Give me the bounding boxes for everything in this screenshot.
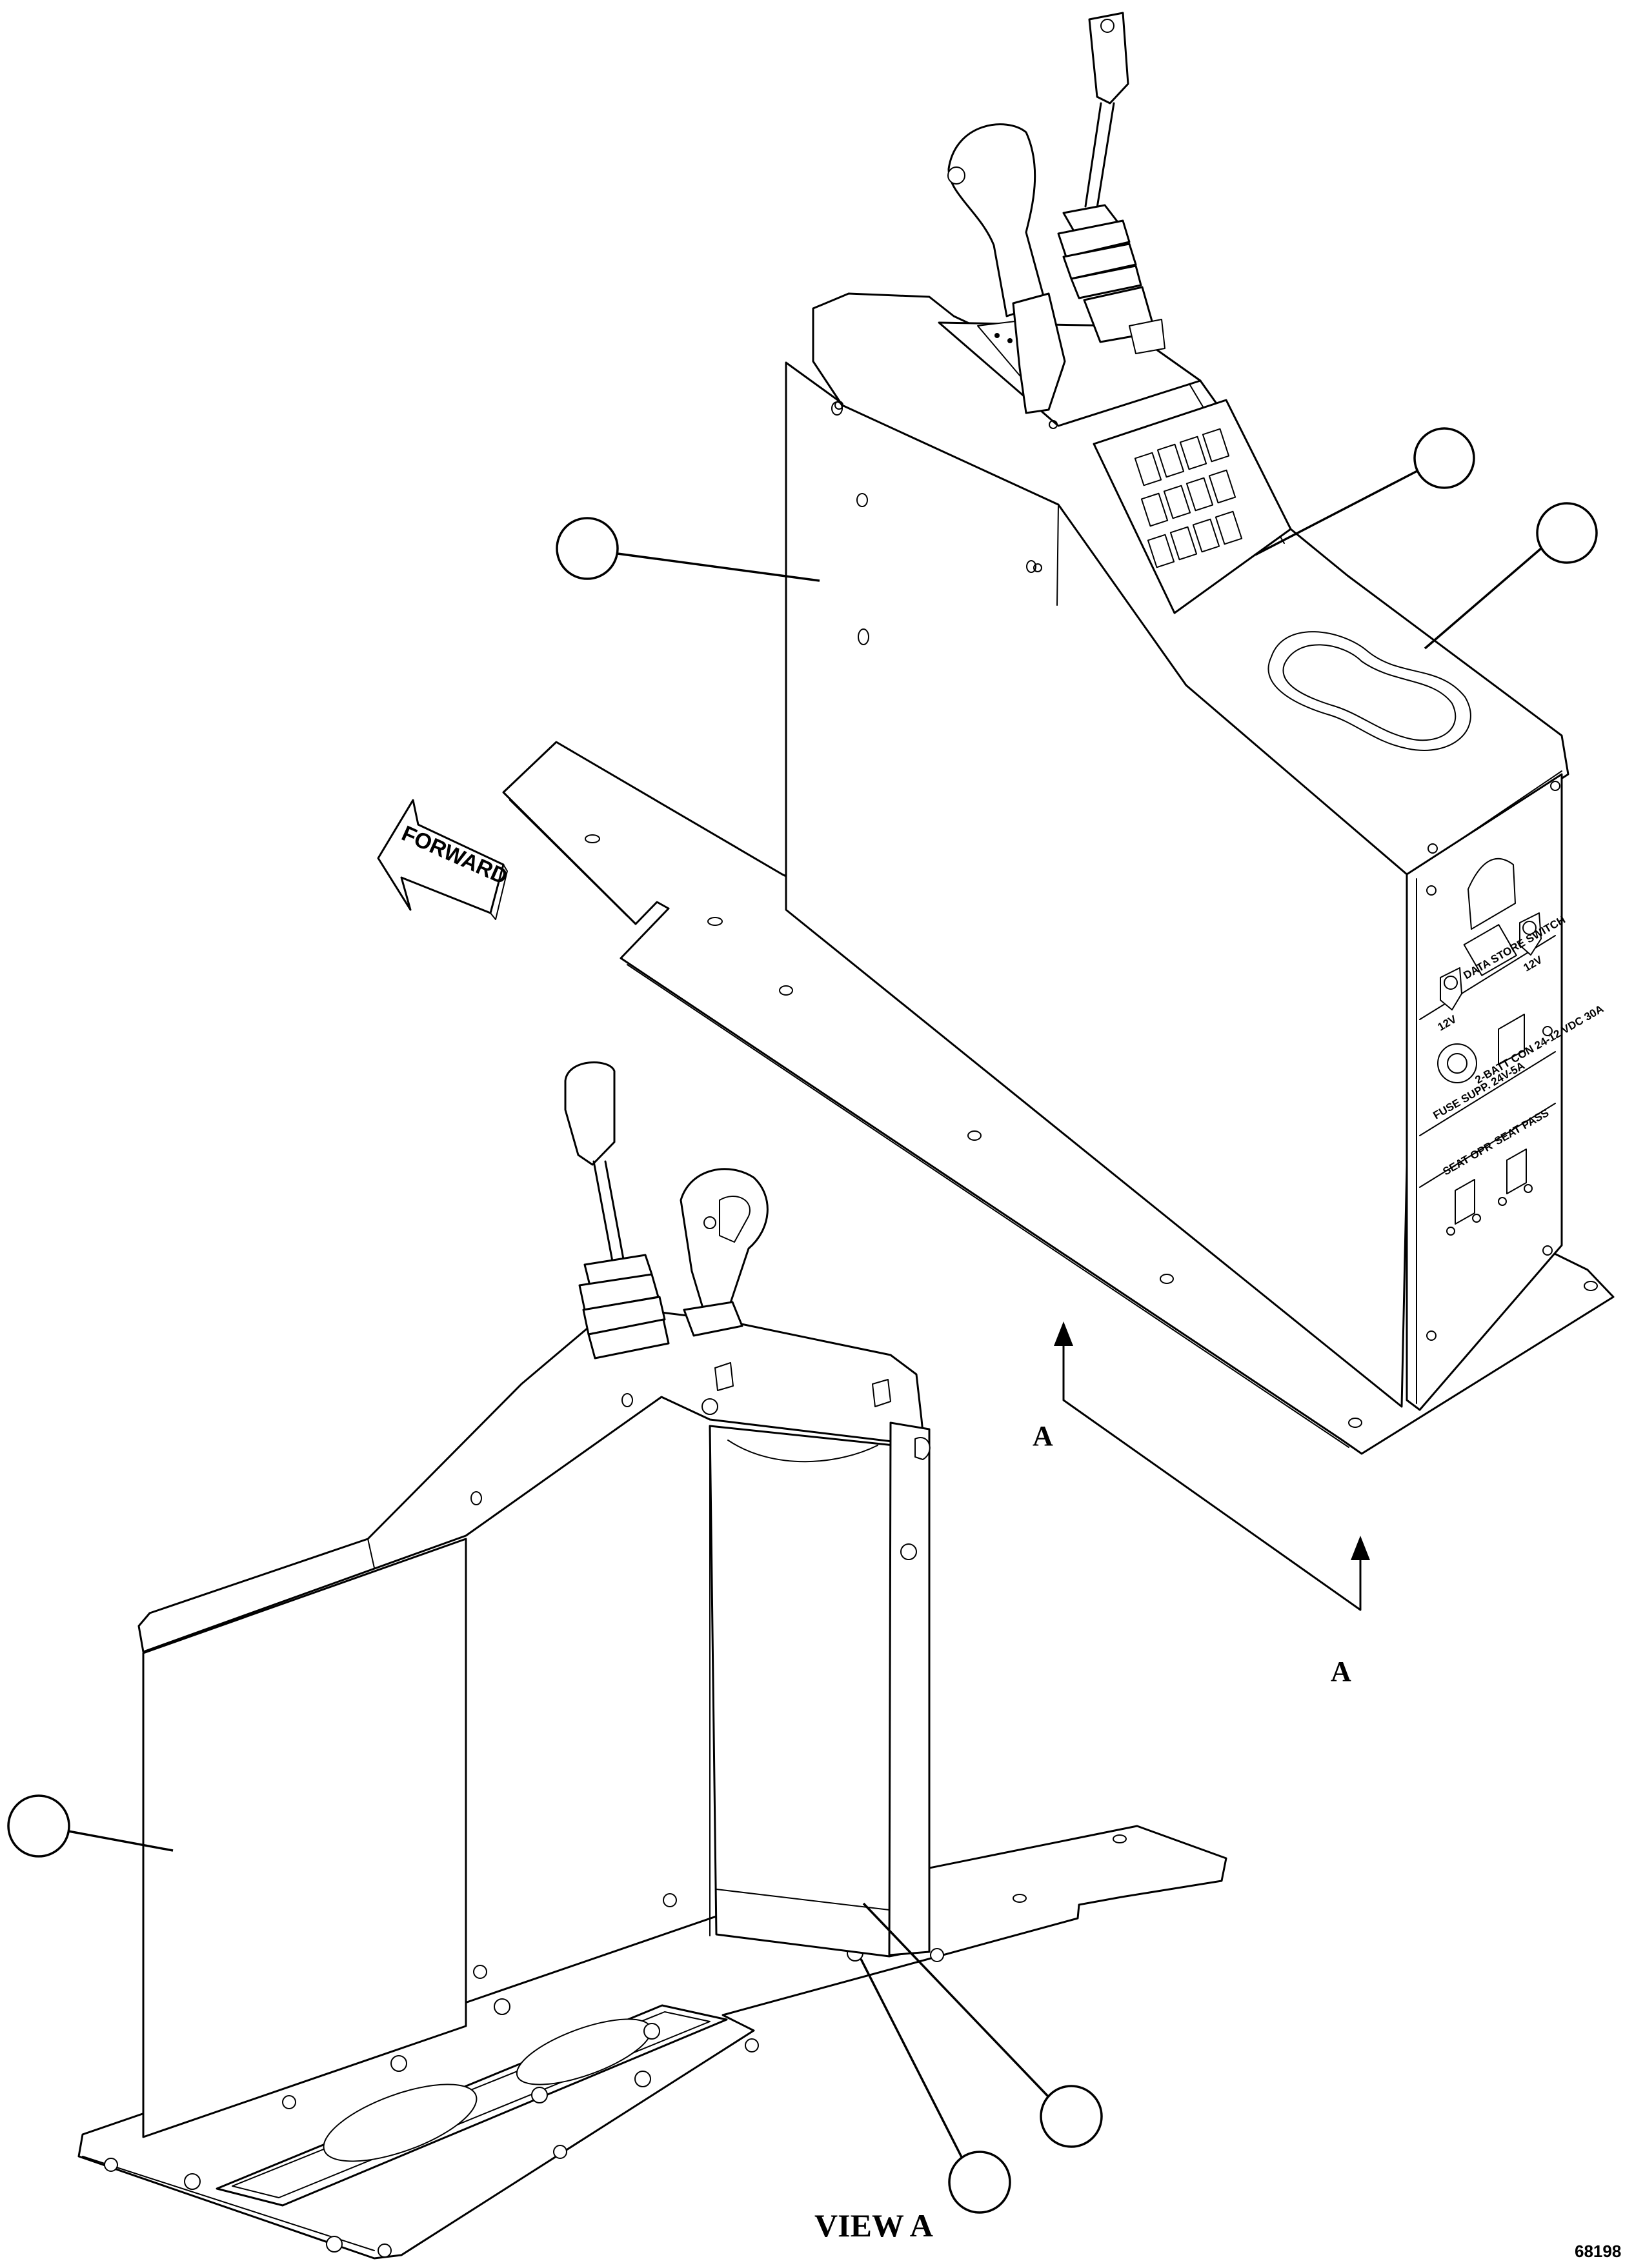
cup-holder (1267, 631, 1471, 751)
view-a-top-shroud (137, 1305, 925, 1653)
forward-arrow: FORWARD (377, 799, 511, 920)
section-label-lower: A (1331, 1656, 1351, 1687)
view-a-side-panel (142, 1538, 467, 2138)
callout-6 (860, 1958, 1011, 2214)
console-end-panel (1406, 773, 1563, 1411)
seat-switch-operator (1446, 1179, 1481, 1236)
section-indicator: A A (1033, 1321, 1370, 1687)
drawing-number: 68198 (1575, 2242, 1621, 2261)
view-a-end-panel (701, 1362, 931, 1956)
view-a-assembly (77, 1061, 1227, 2260)
callout-5 (862, 1902, 1103, 2148)
view-a-fasteners (104, 1893, 944, 2258)
power-outlet-left-icon (1440, 967, 1462, 1010)
view-a-slotted-pan (216, 2004, 728, 2207)
callout-1 (556, 517, 820, 582)
callout-2 (1255, 427, 1475, 556)
view-a-joystick (564, 1061, 670, 1360)
implement-joystick (1057, 12, 1165, 354)
seat-switch-passenger (1498, 1149, 1533, 1206)
view-a-shift-lever (680, 1168, 769, 1337)
section-label-upper: A (1033, 1420, 1053, 1452)
switch-pack (1093, 399, 1292, 614)
round-port-icon (1437, 1043, 1477, 1083)
power-outlet-right-icon (1519, 912, 1542, 956)
converter-module (1498, 1014, 1525, 1065)
view-a-title: VIEW A (814, 2207, 933, 2243)
callout-4 (7, 1794, 174, 1858)
console-assembly-upper (502, 12, 1615, 1455)
transmission-shift-lever (947, 123, 1066, 414)
data-store-switch (1463, 858, 1517, 976)
callout-3 (1424, 502, 1598, 650)
